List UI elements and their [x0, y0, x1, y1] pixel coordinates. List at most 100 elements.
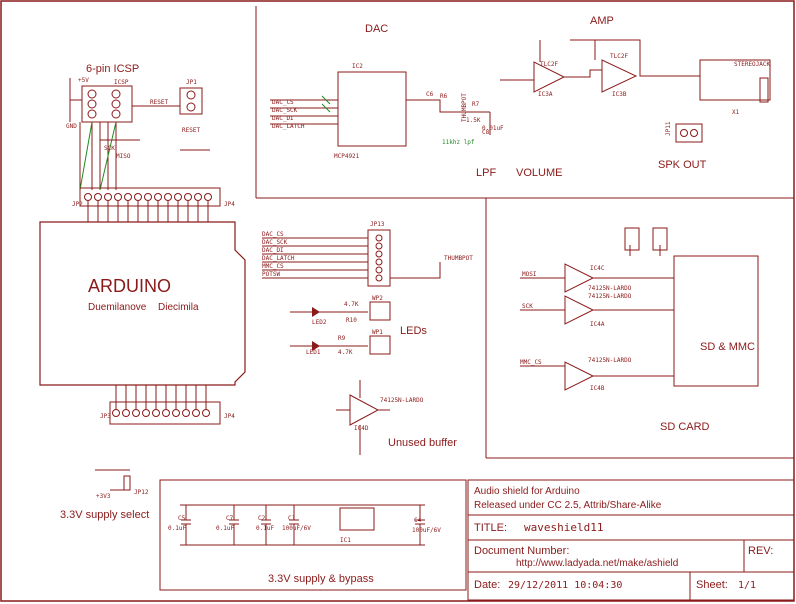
- label-buf-part-b: 74125N-LARDO: [588, 293, 632, 300]
- label-sck: SCK: [104, 145, 115, 152]
- section-volume: VOLUME: [516, 167, 562, 179]
- label-r47k-a: 4.7K: [344, 301, 359, 308]
- label-ic4c: IC4C: [590, 265, 605, 272]
- wp1-header: [369, 335, 391, 355]
- header-pin: [202, 409, 210, 417]
- jp13-header: [367, 229, 391, 287]
- sd-card-socket: [673, 255, 759, 387]
- date-value: 29/12/2011 10:04:30: [508, 580, 622, 591]
- wp2-header: [369, 301, 391, 321]
- rev-label: REV:: [748, 545, 773, 557]
- net-mmc-cs: MMC_CS: [520, 359, 542, 366]
- label-tlc2f-a: TLC2F: [540, 61, 558, 68]
- label-led2: LED2: [312, 319, 327, 326]
- label-buffer-part: 74125N-LARDO: [380, 397, 424, 404]
- label-c8: C8: [482, 129, 490, 136]
- label-3v3-select: +3V3: [96, 493, 111, 500]
- net-dac-cs: DAC_CS: [272, 99, 294, 106]
- header-pin: [184, 193, 192, 201]
- title-desc-1: Audio shield for Arduino: [474, 486, 580, 497]
- net-jp13-dac-cs: DAC_CS: [262, 231, 284, 238]
- label-jp11: JP11: [665, 121, 672, 136]
- label-jp2: JP2: [72, 201, 83, 208]
- label-jp3: JP3: [100, 413, 111, 420]
- ic1-regulator: [339, 507, 375, 531]
- jp13-pin: [375, 274, 383, 282]
- header-pin: [174, 193, 182, 201]
- label-ic4a: IC4A: [590, 321, 605, 328]
- jp13-pin: [375, 234, 383, 242]
- label-jp12: JP12: [134, 489, 149, 496]
- title-label: TITLE:: [474, 522, 507, 534]
- label-jp4-top: JP4: [224, 201, 235, 208]
- label-buf-part-c: 74125N-LARDO: [588, 357, 632, 364]
- label-c6: C6: [426, 91, 434, 98]
- section-dac: DAC: [365, 23, 388, 35]
- doc-number-label: Document Number:: [474, 545, 569, 557]
- label-ic3b: IC3B: [612, 91, 627, 98]
- label-reset-net: RESET: [150, 99, 168, 106]
- sd-jumper-b: [652, 227, 668, 251]
- label-wp1: WP1: [372, 329, 383, 336]
- section-spk-out: SPK OUT: [658, 159, 707, 171]
- jp13-pin: [375, 266, 383, 274]
- header-pin: [134, 193, 142, 201]
- jp2-jp4-header: [79, 187, 221, 207]
- label-ic2: IC2: [352, 63, 363, 70]
- net-dac-sck: DAC_SCK: [272, 107, 298, 114]
- label-stereojack: STEREOJACK: [734, 61, 771, 68]
- header-pin: [194, 193, 202, 201]
- label-ic4b: IC4B: [590, 385, 605, 392]
- net-dac-latch: DAC_LATCH: [272, 123, 305, 130]
- buffer-wires: [336, 380, 390, 455]
- header-pin: [164, 193, 172, 201]
- label-c7: C7: [226, 515, 234, 522]
- header-pin: [154, 193, 162, 201]
- supply-rails: [180, 504, 425, 546]
- section-supply-bypass: 3.3V supply & bypass: [268, 573, 374, 585]
- icsp-header: [81, 85, 133, 123]
- sheet-value: 1/1: [738, 580, 756, 591]
- label-c5: C5: [178, 515, 186, 522]
- led-wires: [290, 311, 368, 347]
- label-led1: LED1: [306, 349, 321, 356]
- net-jp13-dac-di: DAC_DI: [262, 247, 284, 254]
- section-icsp: 6-pin ICSP: [86, 63, 139, 75]
- arduino-subtitle-1: Duemilanove: [88, 302, 147, 313]
- title-desc-2: Released under CC 2.5, Attrib/Share-Alik…: [474, 500, 662, 511]
- jp13-pin: [375, 250, 383, 258]
- label-c4-val: 100uF/6V: [412, 527, 441, 534]
- sd-jumper-a: [624, 227, 640, 251]
- section-unused-buffer: Unused buffer: [388, 437, 457, 449]
- buffer-symbol: [349, 394, 380, 426]
- label-jp13: JP13: [370, 221, 385, 228]
- label-ic3a: IC3A: [538, 91, 553, 98]
- date-label: Date:: [474, 579, 500, 591]
- supply-box: [159, 479, 467, 591]
- label-r47k-b: 4.7K: [338, 349, 353, 356]
- header-pin: [94, 193, 102, 201]
- label-x1: X1: [732, 109, 740, 116]
- amp-wires: [500, 39, 701, 94]
- jp13-wires: [262, 237, 368, 279]
- label-c2-val: 0.1uF: [256, 525, 274, 532]
- section-sd-mmc: SD & MMC: [700, 341, 755, 353]
- label-c5-val: 0.1uF: [168, 525, 186, 532]
- label-r7: R7: [472, 101, 480, 108]
- header-pin: [152, 409, 160, 417]
- potsw-wire: [390, 262, 441, 279]
- section-leds: LEDs: [400, 325, 427, 337]
- label-r15k: 1.5K: [466, 117, 481, 124]
- label-ic1: IC1: [340, 537, 351, 544]
- title-block: [467, 479, 795, 601]
- led1-symbol: [312, 341, 320, 351]
- header-pin: [162, 409, 170, 417]
- stereo-jack: [699, 59, 771, 101]
- jp11-pin2: [690, 129, 698, 137]
- label-buf-part-a: 74125N-LARDO: [588, 285, 632, 292]
- buffer-ic4b: [564, 361, 595, 391]
- led2-symbol: [312, 307, 320, 317]
- label-reset-switch: RESET: [182, 127, 200, 134]
- label-thumbpot: THUMBPOT: [461, 93, 468, 122]
- jp3-jp4-header: [109, 401, 221, 425]
